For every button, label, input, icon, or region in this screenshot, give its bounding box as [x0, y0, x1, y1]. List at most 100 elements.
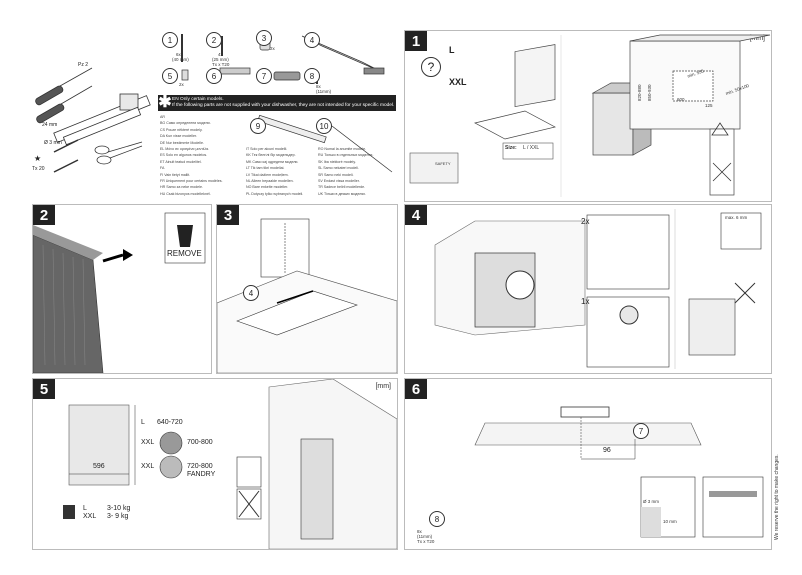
step-3-panel: 3 4: [216, 204, 398, 374]
tools-illustration: [35, 34, 393, 173]
step-1-number: 1: [405, 31, 427, 51]
part-1-qty: 6x: [176, 52, 181, 57]
remove-label: REMOVE: [167, 249, 202, 258]
lang-note: LT Tik tam tikri modeliai.: [246, 166, 285, 171]
twice-label: 2x: [581, 217, 590, 226]
step-1-illustration: [409, 34, 771, 197]
part-6: 6: [206, 68, 222, 84]
part-10: 10: [316, 118, 332, 134]
fandry-label: FANDRY: [187, 471, 216, 478]
part-1-size: (40 mm): [172, 57, 189, 62]
lang-note: SV Endast vissa modeller.: [318, 179, 360, 184]
lang-note: BG Само определени модели.: [160, 121, 211, 126]
asterisk-icon: ✱: [158, 94, 172, 111]
lang-note: FR Uniquement pour certains modèles.: [160, 179, 223, 184]
part-2-size: (25 mm): [212, 57, 229, 62]
drill-3mm: Ø 3 mm: [643, 499, 660, 504]
star-icon: ★: [34, 154, 42, 163]
part-8-tool-6: Tx x T20: [417, 539, 435, 544]
part-8-size: (11mm): [316, 89, 332, 94]
lang-column-3: RO Numai la anumite modele.RU Только в о…: [318, 146, 373, 197]
part-8: 8: [304, 68, 320, 84]
step-3-number: 3: [217, 205, 239, 225]
part-2: 2: [206, 32, 222, 48]
lang-note: CS Pouze některé modely.: [160, 127, 203, 132]
part-5: 5: [162, 68, 178, 84]
dim-850-930: 850-930: [647, 84, 652, 101]
once-label: 1x: [581, 297, 590, 306]
dim-96: 96: [603, 447, 611, 454]
question-icon: ?: [421, 57, 441, 77]
part-8-qty-6: 8x: [417, 529, 422, 534]
dim-820-880: 820-880: [637, 84, 642, 101]
part-4: 4: [304, 32, 320, 48]
lang-note: UK Тільки в деяких моделях.: [318, 191, 367, 196]
part-2-tool: Tx x T20: [212, 62, 230, 67]
width-596: 596: [93, 463, 105, 470]
step-5-illustration: [63, 379, 397, 549]
step-1-units: [mm]: [749, 35, 765, 42]
weight-l-value: 3-10 kg: [107, 505, 131, 512]
part-7-callout: 7: [633, 423, 649, 439]
height-xxl-label: XXL: [141, 439, 155, 446]
part-9: 9: [250, 118, 266, 134]
height-xxl2-label: XXL: [141, 463, 155, 470]
height-xxl2-range: 720-800: [187, 463, 213, 470]
weight-l-label: L: [83, 505, 87, 512]
safety-label: SAFETY: [435, 161, 451, 166]
step-5-units: [mm]: [375, 383, 391, 390]
part-8-callout: 8: [429, 511, 445, 527]
lang-note: TR Sadece belirli modellerde.: [318, 185, 366, 190]
part-3-qty: 2x: [270, 46, 275, 51]
dim-125: 125: [705, 103, 713, 108]
lang-note: IT Solo per alcuni modelli.: [246, 147, 288, 151]
step-4-number: 4: [405, 205, 427, 225]
step-1-panel: 1 [mm] L XXL ? Size: L / XXL SAFETY 820-…: [404, 30, 772, 202]
lang-note: DE Nur bestimmte Modelle.: [160, 140, 204, 145]
max-6mm-label: max. 6 mm: [725, 215, 748, 220]
lang-note: KK Тек белгілі бір модельдер.: [246, 153, 296, 158]
lang-note: RU Только в отдельных моделях.: [318, 153, 374, 158]
step-5-number: 5: [33, 379, 55, 399]
size-l-label: L: [449, 45, 455, 55]
step-4-panel: 4 2x 1x max. 6 mm: [404, 204, 772, 374]
height-l-label: L: [141, 419, 145, 426]
part-8-size-6: (11mm): [417, 534, 433, 539]
part-1: 1: [162, 32, 178, 48]
lang-note: DA Kun visse modeller.: [160, 134, 197, 139]
notice-banner: EN Only certain models. If the following…: [158, 95, 396, 111]
part-7: 7: [256, 68, 272, 84]
lang-note: NL Alleen bepaalde modellen.: [246, 179, 294, 184]
weight-xxl-label: XXL: [83, 513, 97, 520]
lang-note: HU Csak bizonyos modelleknél.: [160, 191, 211, 196]
height-xxl-range: 700-800: [187, 439, 213, 446]
step-6-panel: 6 96 7 Ø 3 mm 10 mm 8 8x (11mm) Tx x T20: [404, 378, 772, 550]
step-2-panel: 2 REMOVE: [32, 204, 212, 374]
step-6-number: 6: [405, 379, 427, 399]
lang-note: SL Samo nekateri modeli.: [318, 166, 360, 171]
notice-line2: If the following parts are not supplied …: [172, 103, 395, 108]
lang-note: FI Vain tietyt mallit.: [160, 172, 191, 177]
tool-label-drill: Ø 3 mm: [44, 140, 62, 146]
lang-note: FA: [160, 166, 165, 171]
size-plate-label: Size:: [505, 145, 517, 151]
step-4-illustration: [434, 209, 762, 369]
depth-10mm: 10 mm: [663, 519, 677, 524]
tool-label-pz2: Pz 2: [78, 62, 89, 68]
notice-line1: EN Only certain models.: [172, 97, 224, 102]
size-xxl-label: XXL: [449, 77, 467, 87]
lang-note: PL Dotyczy tylko wybranych modeli.: [246, 191, 304, 196]
lang-note: EL Μόνο σε ορισμένα μοντέλα.: [160, 147, 210, 152]
dim-600: 600: [677, 97, 685, 102]
lang-note: MK Само кај одредени модели.: [246, 159, 299, 164]
size-plate-value: L / XXL: [523, 145, 540, 151]
step-5-panel: 5 [mm] L 640-720 XXL 700-800 XXL 720-800…: [32, 378, 398, 550]
step-2-illustration: [33, 212, 206, 373]
lang-note: ES Solo en algunos modelos.: [160, 153, 208, 158]
lang-note: LV Tikai dažiem modeļiem.: [246, 172, 289, 177]
lang-note: ET Ainult teatud mudelitel.: [160, 159, 202, 164]
part-2-qty: 4x: [218, 52, 223, 57]
part-8-qty: 8x: [316, 84, 321, 89]
tool-label-ruler: 24 mm: [42, 122, 58, 128]
height-l-range: 640-720: [157, 419, 183, 426]
